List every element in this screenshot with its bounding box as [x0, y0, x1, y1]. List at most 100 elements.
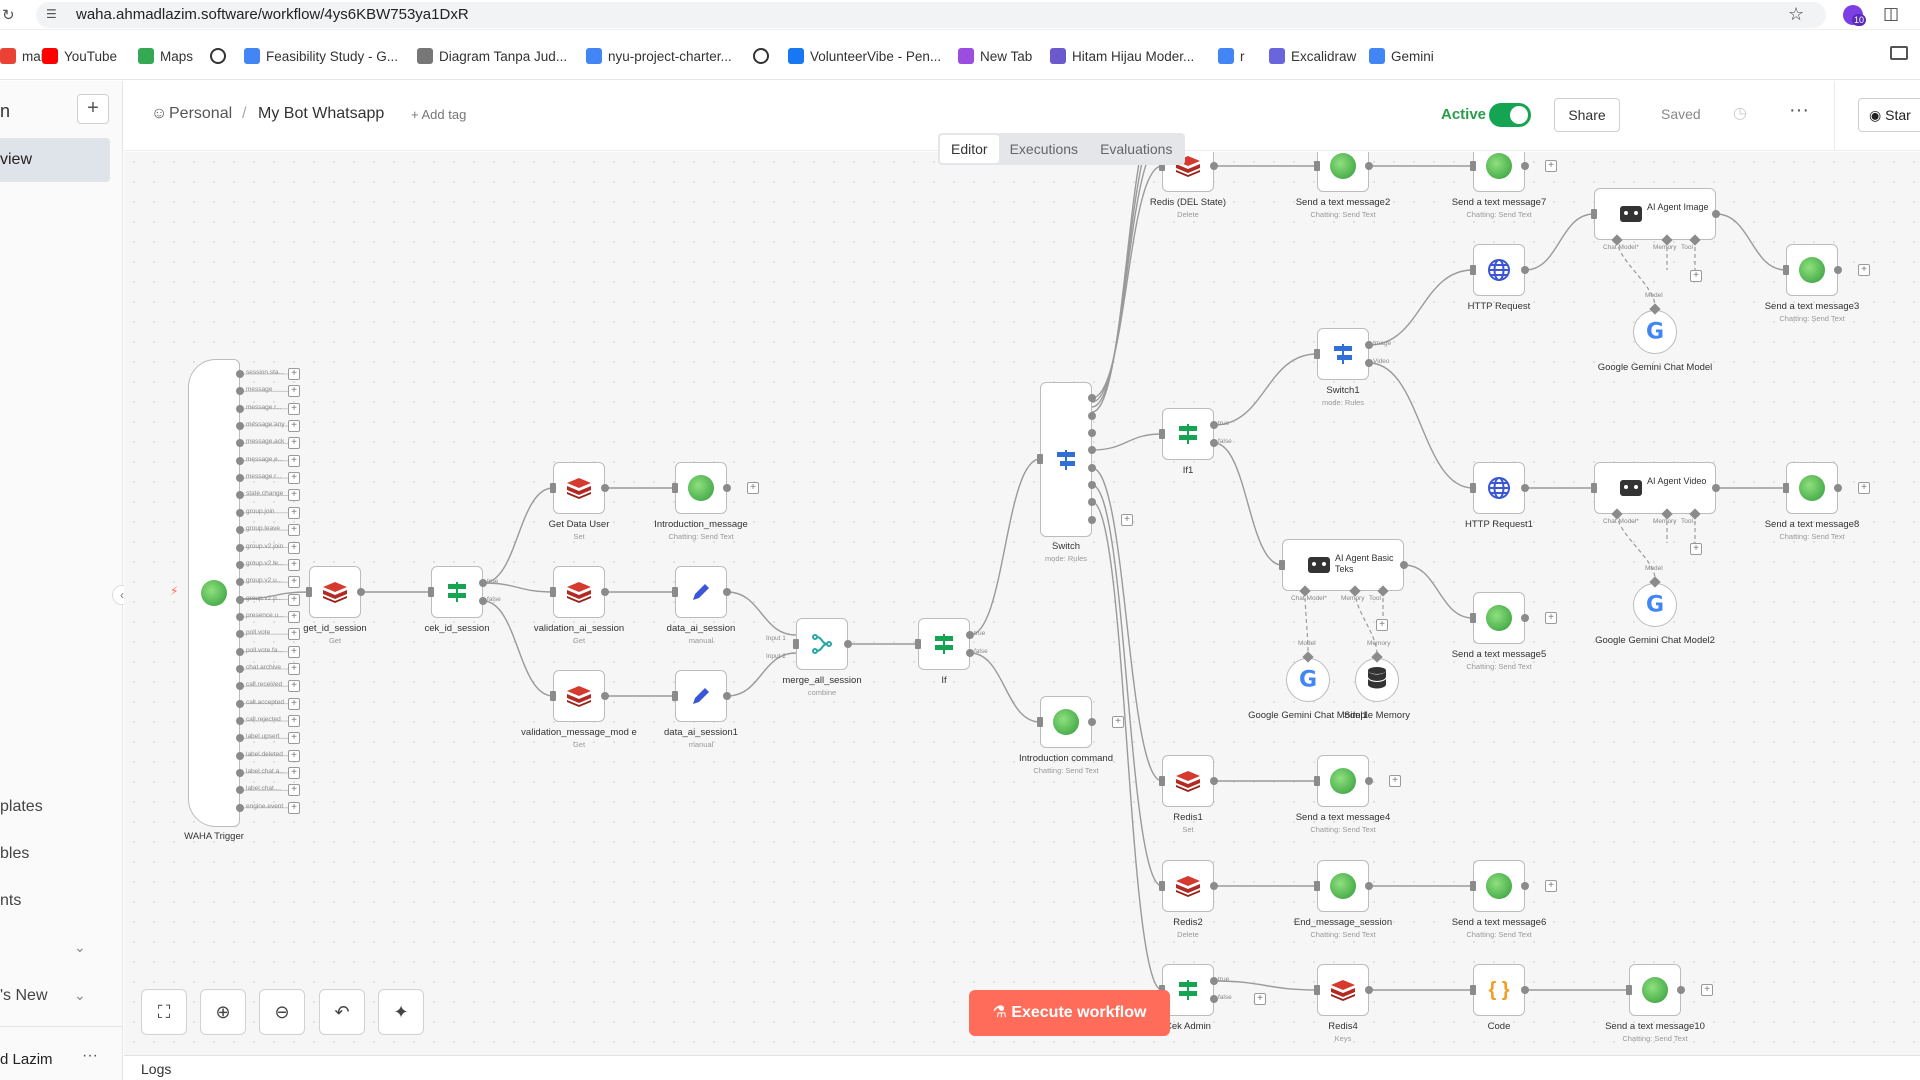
add-node-button[interactable]: +: [288, 662, 300, 675]
bookmark-nyu-project-charter[interactable]: nyu-project-charter...: [586, 46, 732, 66]
input-port[interactable]: [1037, 454, 1043, 464]
node-ai-agent-video[interactable]: AI Agent Video: [1594, 462, 1716, 514]
input-port[interactable]: [793, 639, 799, 649]
input-port[interactable]: [1279, 560, 1285, 570]
zoom-out-button[interactable]: ⊖: [259, 989, 305, 1035]
add-node-button[interactable]: +: [1376, 619, 1388, 631]
trigger-output-port[interactable]: [236, 699, 244, 708]
add-node-button[interactable]: +: [288, 420, 300, 433]
bookmark-mail[interactable]: mail: [0, 46, 47, 66]
trigger-output-port[interactable]: [236, 769, 244, 778]
add-node-button[interactable]: +: [288, 576, 300, 589]
add-node-button[interactable]: +: [288, 697, 300, 710]
node-switch[interactable]: [1040, 382, 1092, 537]
output-port-false[interactable]: [1210, 439, 1218, 447]
add-node-button[interactable]: +: [288, 749, 300, 762]
bookmark-globe[interactable]: [753, 46, 775, 66]
tidy-up-button[interactable]: ✦: [378, 989, 424, 1035]
trigger-output-port[interactable]: [236, 439, 244, 448]
add-node-button[interactable]: +: [747, 482, 759, 494]
add-node-button[interactable]: +: [288, 472, 300, 485]
node-end-message-session[interactable]: [1317, 860, 1369, 912]
output-port[interactable]: [844, 640, 852, 648]
input-port[interactable]: [915, 639, 921, 649]
node-merge-all-session[interactable]: [796, 618, 848, 670]
node-redis1[interactable]: [1162, 755, 1214, 807]
node-data-ai-session[interactable]: [675, 566, 727, 618]
trigger-output-port[interactable]: [236, 578, 244, 587]
input-port[interactable]: [306, 587, 312, 597]
bookmark-gemini[interactable]: Gemini: [1369, 46, 1434, 66]
node-send3[interactable]: [1786, 244, 1838, 296]
node-code[interactable]: { }: [1473, 964, 1525, 1016]
add-node-button[interactable]: +: [288, 767, 300, 780]
output-port[interactable]: [1521, 484, 1529, 492]
output-port-true[interactable]: [1210, 977, 1218, 985]
add-node-button[interactable]: +: [1545, 160, 1557, 172]
trigger-output-port[interactable]: [236, 474, 244, 483]
add-node-button[interactable]: +: [288, 558, 300, 571]
bookmark-folder-icon[interactable]: [1890, 46, 1908, 60]
output-port[interactable]: [1365, 777, 1373, 785]
input-port[interactable]: [1314, 776, 1320, 786]
node-redis4[interactable]: [1317, 964, 1369, 1016]
bookmark-r[interactable]: r: [1218, 46, 1245, 66]
node-waha-trigger[interactable]: [188, 359, 240, 827]
node-get-id-session[interactable]: [309, 566, 361, 618]
breadcrumb-project[interactable]: Personal: [169, 105, 233, 122]
output-port[interactable]: [1365, 882, 1373, 890]
node-send6[interactable]: [1473, 860, 1525, 912]
sidebar-item-insights[interactable]: nts: [0, 892, 22, 909]
add-node-button[interactable]: +: [288, 524, 300, 537]
add-node-button[interactable]: +: [288, 437, 300, 450]
trigger-output-port[interactable]: [236, 630, 244, 639]
input-port[interactable]: [428, 587, 434, 597]
trigger-output-port[interactable]: [236, 595, 244, 604]
trigger-output-port[interactable]: [236, 404, 244, 413]
output-port[interactable]: [601, 692, 609, 700]
input-port[interactable]: [1470, 483, 1476, 493]
output-port[interactable]: [1834, 484, 1842, 492]
history-icon[interactable]: ◷: [1733, 105, 1747, 122]
add-node-button[interactable]: +: [1254, 993, 1266, 1005]
node-send5[interactable]: [1473, 592, 1525, 644]
user-menu-button[interactable]: ···: [82, 1047, 98, 1064]
add-tag-button[interactable]: + Add tag: [411, 107, 467, 122]
tab-editor[interactable]: Editor: [940, 135, 999, 163]
add-node-button[interactable]: +: [288, 489, 300, 502]
output-port[interactable]: [1210, 777, 1218, 785]
output-port-true[interactable]: [1210, 421, 1218, 429]
chevron-down-icon[interactable]: ⌄: [74, 987, 86, 1003]
output-port[interactable]: [601, 484, 609, 492]
input-port[interactable]: [1470, 985, 1476, 995]
add-node-button[interactable]: +: [1545, 880, 1557, 892]
add-node-button[interactable]: +: [288, 610, 300, 623]
url-box[interactable]: [36, 2, 1826, 28]
output-port-false[interactable]: [966, 649, 974, 657]
sidebar-item-variables[interactable]: bles: [0, 845, 30, 862]
bookmark-youtube[interactable]: YouTube: [42, 46, 117, 66]
input-port[interactable]: [550, 691, 556, 701]
output-port[interactable]: [723, 588, 731, 596]
output-port[interactable]: [1712, 484, 1720, 492]
input-port[interactable]: [1470, 881, 1476, 891]
input-port[interactable]: [1314, 985, 1320, 995]
trigger-output-port[interactable]: [236, 612, 244, 621]
node-ai-agent-image[interactable]: AI Agent Image: [1594, 188, 1716, 240]
node-introduction-command[interactable]: [1040, 696, 1092, 748]
trigger-output-port[interactable]: [236, 647, 244, 656]
input-port[interactable]: [1159, 161, 1165, 171]
node-cek-admin[interactable]: [1162, 964, 1214, 1016]
output-port[interactable]: [1400, 561, 1408, 569]
output-port[interactable]: [1521, 882, 1529, 890]
input-port[interactable]: [1314, 161, 1320, 171]
bookmark-star-icon[interactable]: ☆: [1788, 4, 1805, 24]
subnode-gemini2[interactable]: G: [1633, 583, 1677, 627]
output-port[interactable]: [1088, 718, 1096, 726]
input-port[interactable]: [1470, 613, 1476, 623]
bookmark-feasibility-study-g[interactable]: Feasibility Study - G...: [244, 46, 398, 66]
chevron-down-icon[interactable]: ⌄: [74, 939, 86, 955]
trigger-output-port[interactable]: [236, 682, 244, 691]
node-ai-agent-basic[interactable]: AI Agent Basic Teks: [1282, 539, 1404, 591]
input-port[interactable]: [1037, 717, 1043, 727]
